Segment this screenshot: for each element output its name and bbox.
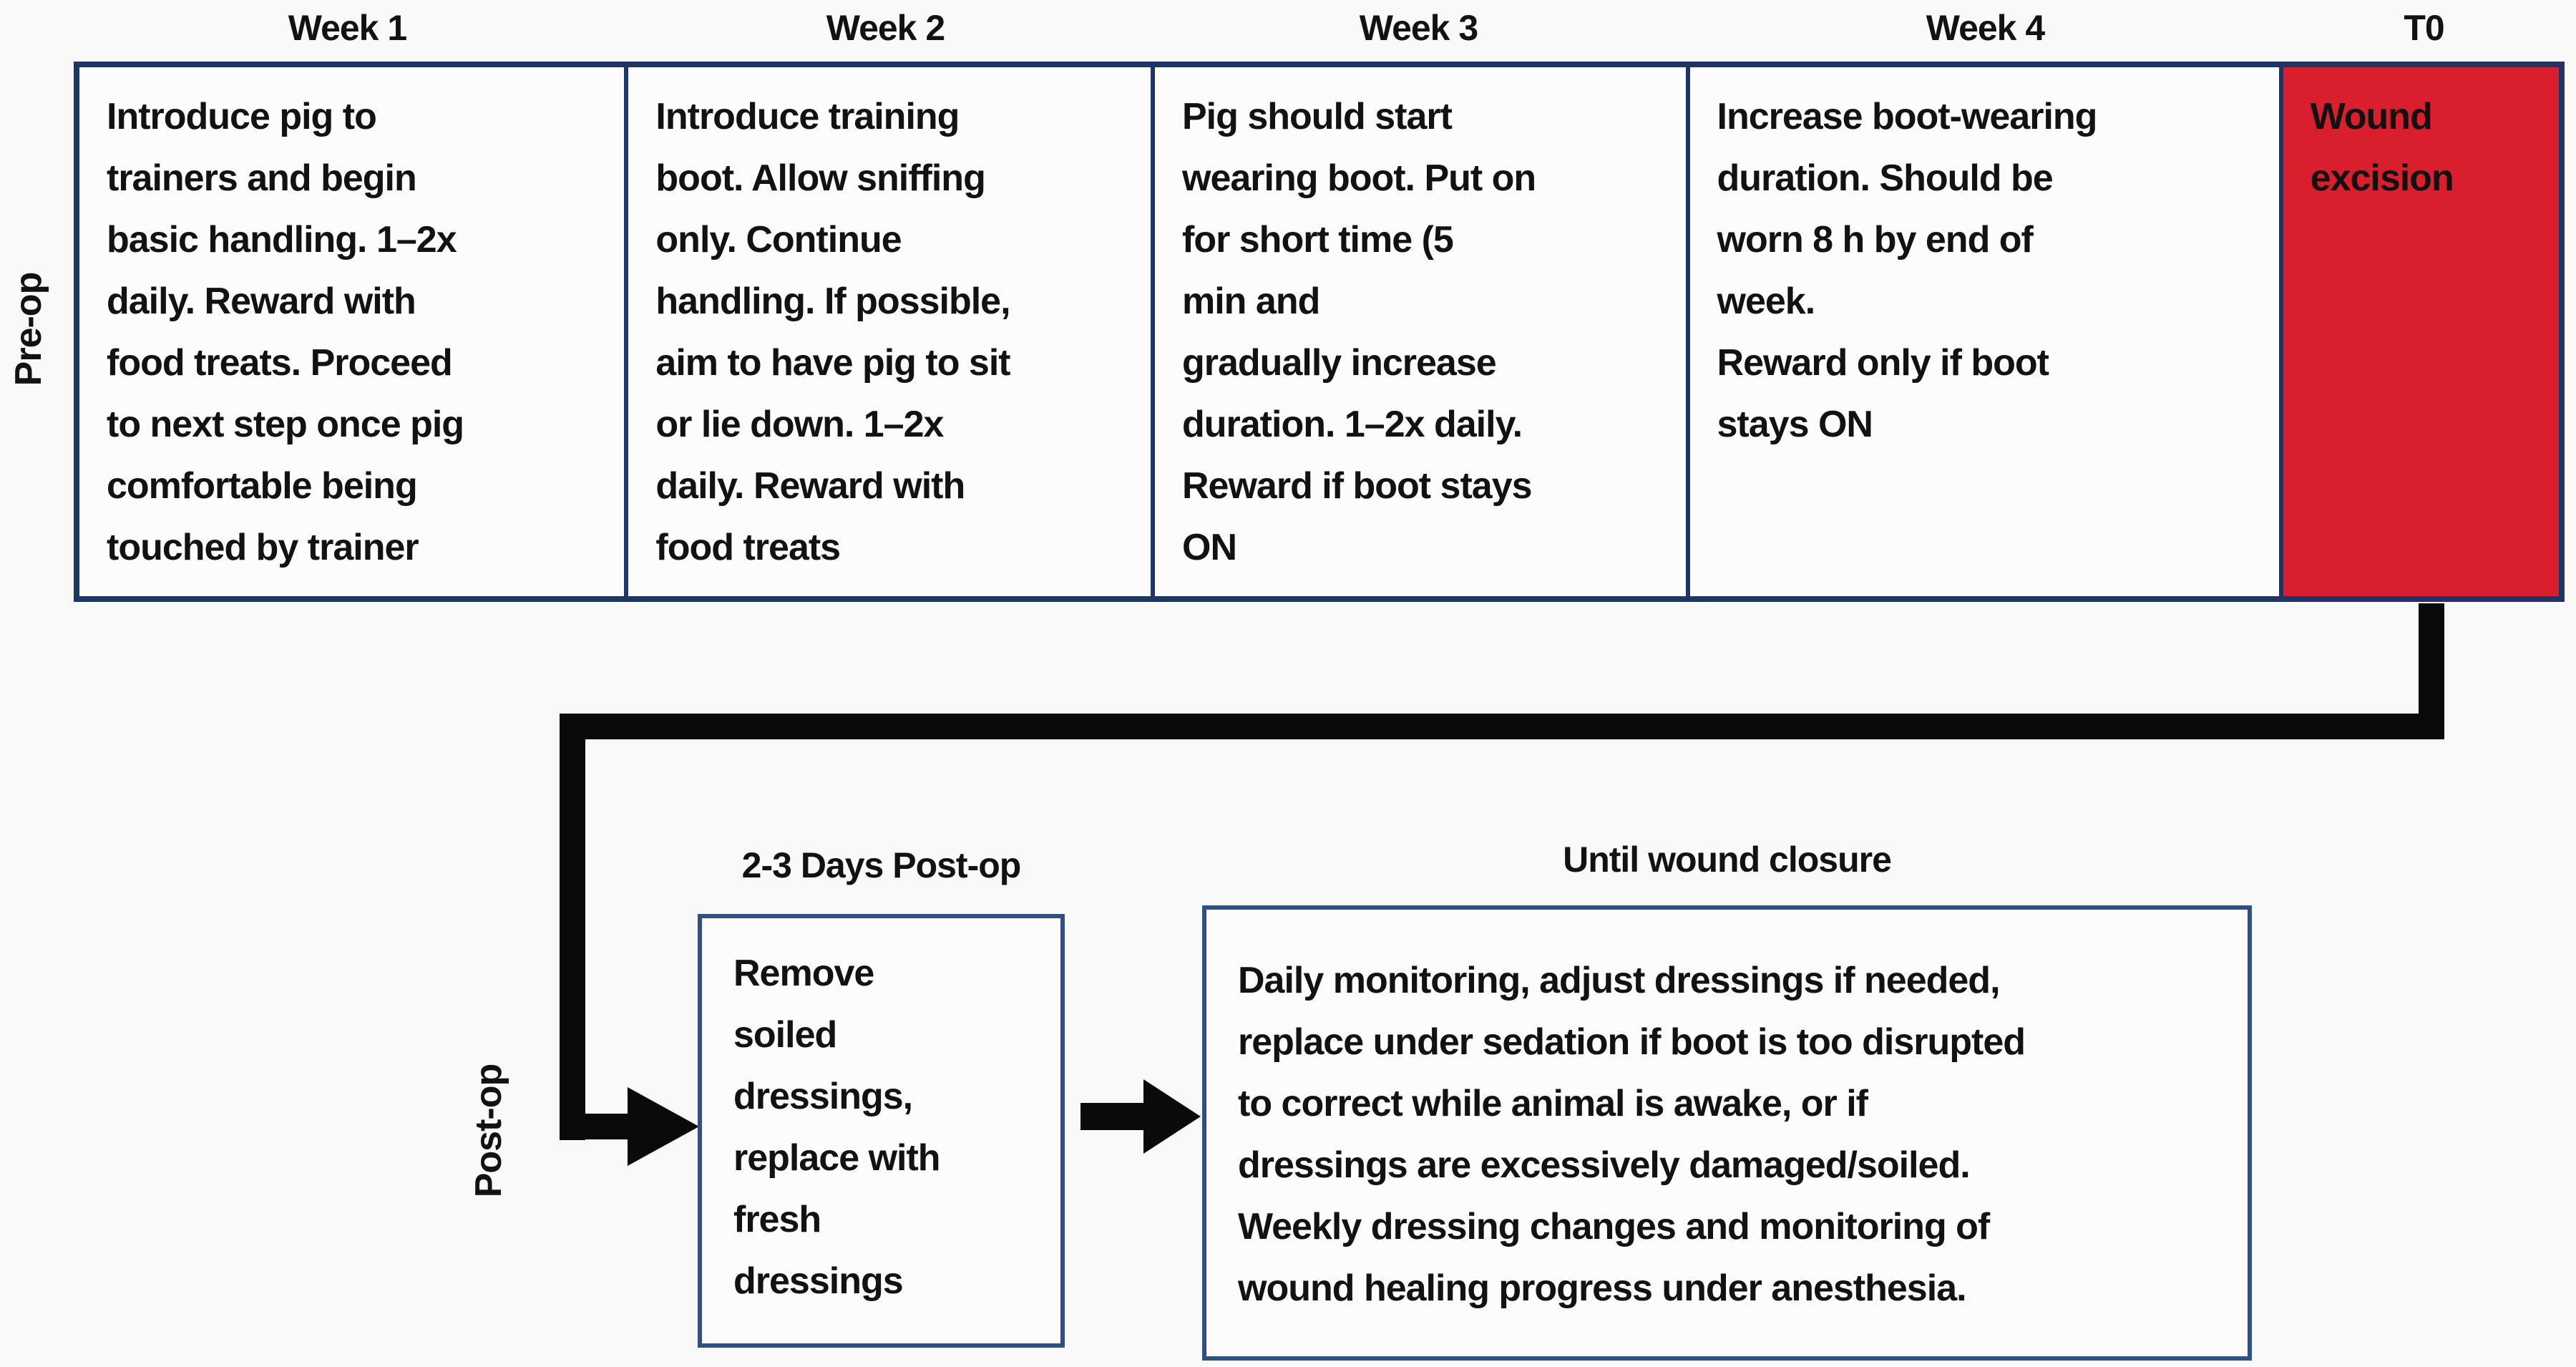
post-op-label: Post-op	[468, 1064, 509, 1198]
week-3-header: Week 3	[1359, 8, 1478, 48]
pre-op-label: Pre-op	[8, 272, 49, 386]
week-3-cell: Pig should start wearing boot. Put on fo…	[1151, 67, 1686, 596]
week-1-cell: Introduce pig to trainers and begin basi…	[79, 67, 625, 596]
wound-monitoring-box: Daily monitoring, adjust dressings if ne…	[1202, 905, 2252, 1361]
week-1-header: Week 1	[288, 8, 407, 48]
dressing-change-box: Remove soiled dressings, replace with fr…	[698, 914, 1065, 1348]
t0-header: T0	[2404, 8, 2444, 48]
pre-op-table: Introduce pig to trainers and begin basi…	[74, 62, 2565, 602]
wound-excision-cell: Wound excision	[2278, 67, 2559, 596]
week-2-cell: Introduce training boot. Allow sniffing …	[624, 67, 1151, 596]
week-4-cell: Increase boot-wearing duration. Should b…	[1685, 67, 2279, 596]
arrowhead-icon	[628, 1087, 699, 1166]
block-arrow-tail	[1080, 1103, 1145, 1130]
week-4-header: Week 4	[1926, 8, 2045, 48]
days-post-op-header: 2-3 Days Post-op	[741, 845, 1022, 885]
connector-vertical-left	[560, 714, 585, 1140]
until-wound-closure-header: Until wound closure	[1563, 840, 1892, 880]
connector-stub	[560, 1114, 628, 1139]
week-2-header: Week 2	[826, 8, 945, 48]
connector-horizontal	[560, 714, 2444, 739]
block-arrowhead-icon	[1143, 1079, 1201, 1154]
